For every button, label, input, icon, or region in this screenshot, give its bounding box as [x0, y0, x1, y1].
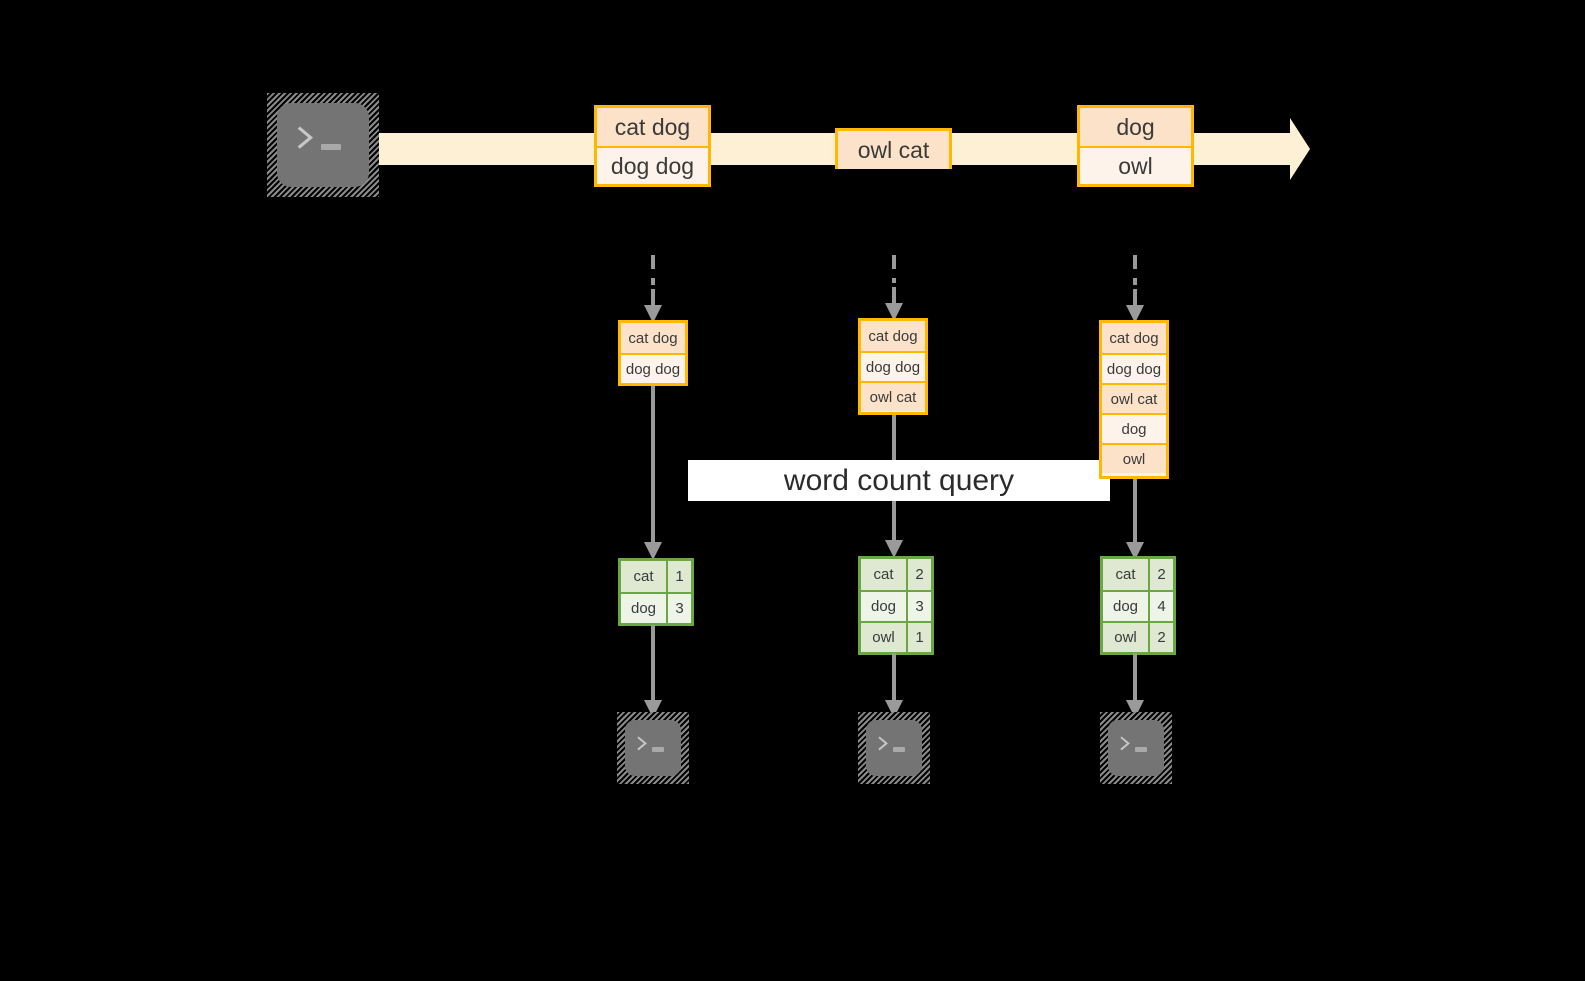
snapshot-input-2: cat dog dog dog owl cat	[858, 318, 928, 415]
snapshot-input-line: dog dog	[861, 351, 925, 381]
result-count: 3	[668, 594, 691, 623]
result-word: dog	[1103, 592, 1150, 621]
result-table-3: cat 2 dog 4 owl 2	[1100, 556, 1176, 655]
table-row: cat 1	[621, 561, 691, 592]
snapshot-input-line: dog	[1102, 413, 1166, 443]
stream-message-line: owl	[1080, 146, 1191, 184]
prompt-cursor-icon	[892, 747, 906, 752]
terminal-icon-sink-3	[1100, 712, 1172, 784]
result-word: cat	[621, 561, 668, 592]
result-count: 1	[668, 561, 691, 592]
prompt-cursor-icon	[1134, 747, 1148, 752]
snapshot-input-line: cat dog	[1102, 323, 1166, 353]
terminal-icon-sink-1	[617, 712, 689, 784]
table-row: owl 1	[861, 621, 931, 652]
terminal-screen	[1108, 720, 1164, 776]
query-arrow-3	[1122, 478, 1148, 560]
table-row: dog 3	[621, 592, 691, 623]
query-arrow-1	[640, 386, 666, 560]
terminal-icon-source	[267, 93, 379, 197]
snapshot-input-line: owl cat	[861, 381, 925, 411]
query-label: word count query	[688, 460, 1110, 501]
snapshot-input-line: owl cat	[1102, 383, 1166, 413]
table-row: cat 2	[861, 559, 931, 590]
sink-arrow-3	[1122, 653, 1148, 718]
snapshot-input-line: cat dog	[621, 323, 685, 353]
stream-message-line: dog	[1080, 108, 1191, 146]
sink-arrow-1	[640, 625, 666, 718]
stream-message-line: dog dog	[597, 146, 708, 184]
snapshot-connector-dashed-2	[881, 255, 907, 321]
result-table-1: cat 1 dog 3	[618, 558, 694, 626]
result-word: owl	[861, 623, 908, 652]
terminal-screen	[866, 720, 922, 776]
stream-message-2: owl cat	[835, 128, 952, 169]
terminal-icon-sink-2	[858, 712, 930, 784]
result-word: owl	[1103, 623, 1150, 652]
table-row: owl 2	[1103, 621, 1173, 652]
snapshot-input-line: owl	[1102, 443, 1166, 473]
result-count: 4	[1150, 592, 1173, 621]
snapshot-input-3: cat dog dog dog owl cat dog owl	[1099, 320, 1169, 479]
result-count: 3	[908, 592, 931, 621]
stream-message-line: cat dog	[597, 108, 708, 146]
result-word: cat	[861, 559, 908, 590]
result-count: 1	[908, 623, 931, 652]
snapshot-input-line: dog dog	[1102, 353, 1166, 383]
table-row: dog 3	[861, 590, 931, 621]
snapshot-connector-dashed-3	[1122, 255, 1148, 323]
result-word: dog	[621, 594, 668, 623]
terminal-screen	[277, 103, 369, 187]
result-word: dog	[861, 592, 908, 621]
terminal-screen	[625, 720, 681, 776]
result-count: 2	[908, 559, 931, 590]
stream-message-3: dog owl	[1077, 105, 1194, 187]
prompt-cursor-icon	[651, 747, 665, 752]
prompt-chevron-icon	[297, 126, 314, 149]
table-row: dog 4	[1103, 590, 1173, 621]
snapshot-input-line: cat dog	[861, 321, 925, 351]
snapshot-connector-dashed-1	[640, 255, 666, 323]
snapshot-input-line: dog dog	[621, 353, 685, 383]
prompt-chevron-icon	[637, 736, 648, 750]
result-word: cat	[1103, 559, 1150, 590]
stream-message-line: owl cat	[838, 131, 949, 169]
prompt-chevron-icon	[1120, 736, 1131, 750]
table-row: cat 2	[1103, 559, 1173, 590]
result-count: 2	[1150, 559, 1173, 590]
result-table-2: cat 2 dog 3 owl 1	[858, 556, 934, 655]
prompt-chevron-icon	[878, 736, 889, 750]
sink-arrow-2	[881, 653, 907, 718]
snapshot-input-1: cat dog dog dog	[618, 320, 688, 386]
result-count: 2	[1150, 623, 1173, 652]
stream-message-1: cat dog dog dog	[594, 105, 711, 187]
prompt-cursor-icon	[321, 144, 342, 151]
